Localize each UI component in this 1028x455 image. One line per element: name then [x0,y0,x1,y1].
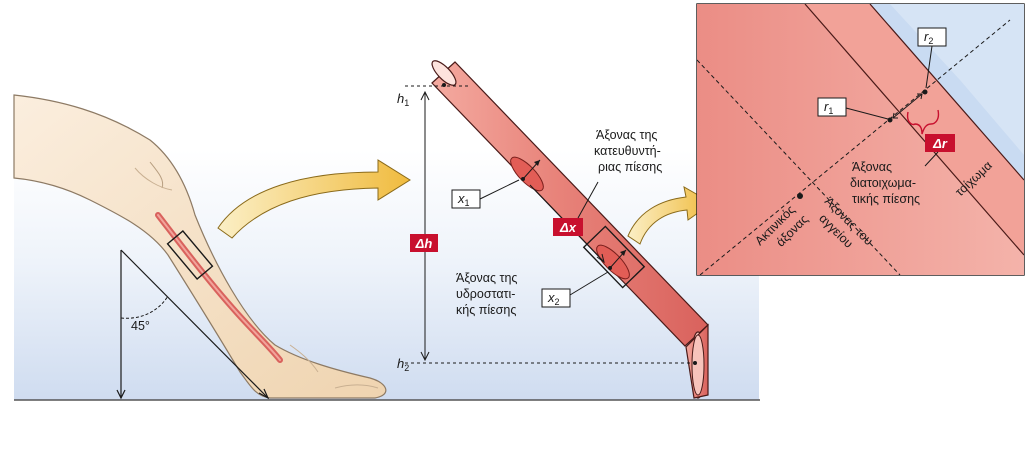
h1-label: h1 [397,91,409,108]
svg-text:διατοιχωμα-: διατοιχωμα- [850,176,916,190]
svg-text:Άξονας της: Άξονας της [596,128,657,142]
x2-label: x2 [541,271,609,308]
delta-r-leader [924,151,939,167]
blood-vessel [431,60,709,399]
x1-label: x1 [451,179,520,209]
angle-label: 45° [131,319,150,333]
wall-inset [696,3,1025,276]
height-guides [405,85,695,364]
hydrostatic-axis-label: Άξονας της υδροστατι- κής πίεσης [456,271,517,317]
svg-text:Δh: Δh [415,236,433,251]
svg-text:Δx: Δx [559,220,577,235]
svg-text:r2: r2 [924,29,933,46]
svg-text:Άξονας της: Άξονας της [456,271,517,285]
svg-text:r1: r1 [824,99,833,116]
transmural-axis-label: Άξονας διατοιχωμα- τικής πίεσης [850,160,920,206]
leg-illustration [13,94,387,399]
svg-text:Άξονας: Άξονας [852,160,892,174]
r2-label: r2 [917,27,947,89]
r1-label: r1 [817,97,889,120]
delta-h-badge: Δh [410,234,438,252]
svg-text:κής πίεσης: κής πίεσης [456,303,516,317]
delta-x-badge: Δx [553,218,583,236]
svg-text:x1: x1 [457,191,470,208]
angle-construction [116,249,270,400]
h2-label: h2 [397,356,409,373]
delta-x-leader [577,181,599,219]
svg-text:κατευθυντή-: κατευθυντή- [594,144,661,158]
zoom-arrow-1 [217,159,411,239]
svg-text:ριας πίεσης: ριας πίεσης [598,160,662,174]
svg-text:τικής πίεσης: τικής πίεσης [852,192,920,206]
driving-axis-label: Άξονας της κατευθυντή- ριας πίεσης [594,128,662,174]
svg-text:υδροστατι-: υδροστατι- [456,287,515,301]
svg-text:Δr: Δr [932,136,948,151]
delta-r-badge: Δr [925,134,955,152]
svg-text:x2: x2 [547,290,560,307]
